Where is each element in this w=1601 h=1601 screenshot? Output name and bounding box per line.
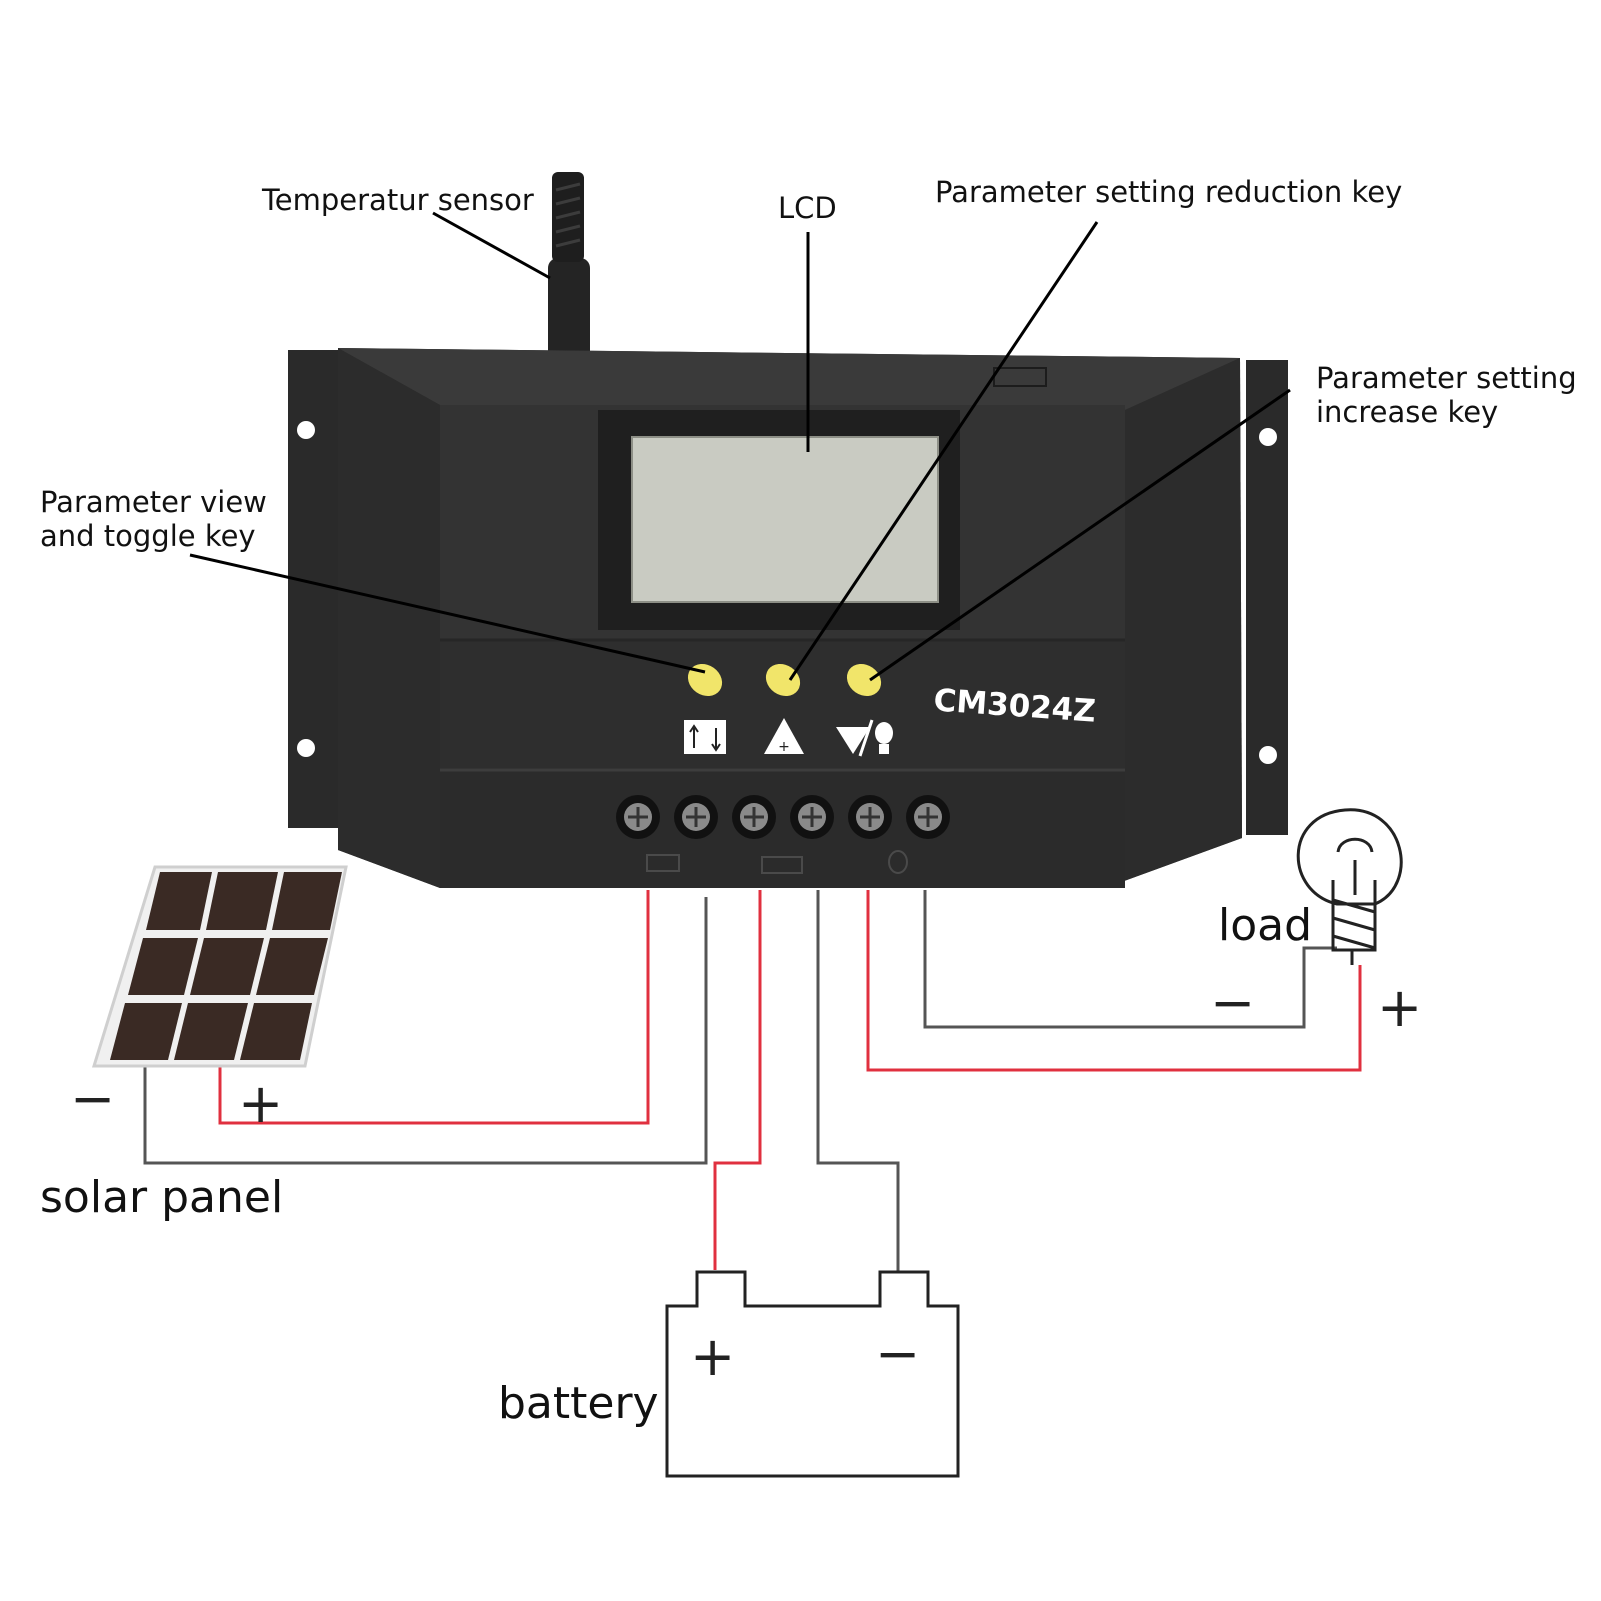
leader-lines <box>189 211 1291 682</box>
solar-positive-wire <box>218 890 650 1125</box>
load-positive-wire <box>866 890 1362 1072</box>
solar-cells <box>110 872 342 1060</box>
battery-icon <box>761 856 803 874</box>
leader-view-key <box>189 553 706 674</box>
battery-plus-sign: + <box>690 1325 735 1388</box>
load-plus-sign: + <box>1377 976 1422 1039</box>
wires <box>143 890 1362 1272</box>
charge-controller: + CM3024Z <box>288 348 1288 888</box>
screw-terminal-icon[interactable] <box>790 795 834 839</box>
mounting-hole <box>297 739 315 757</box>
reduce-light-icon <box>836 719 893 757</box>
solar-panel-label: solar panel <box>40 1172 283 1223</box>
leader-temperature-sensor <box>432 211 551 280</box>
mounting-hole <box>297 421 315 439</box>
parameter-increase-key[interactable] <box>841 657 888 702</box>
screw-terminal-icon[interactable] <box>732 795 776 839</box>
terminal-group-icons <box>646 850 908 874</box>
solar-plus-sign: + <box>238 1072 283 1135</box>
left-mounting-flange <box>288 350 338 828</box>
toggle-key-icon <box>684 720 726 754</box>
leader-increase-key <box>869 388 1291 682</box>
solar-minus-sign: − <box>70 1067 115 1130</box>
solar-grid-icon <box>646 854 680 872</box>
load-negative-wire <box>923 890 1337 1029</box>
screw-terminal-icon[interactable] <box>848 795 892 839</box>
lcd-label: LCD <box>778 191 837 225</box>
screw-terminals <box>616 795 950 839</box>
terminal-strip <box>440 768 1125 888</box>
battery-positive-wire <box>713 890 762 1270</box>
screw-terminal-icon[interactable] <box>616 795 660 839</box>
svg-text:+: + <box>778 739 790 755</box>
increase-triangle-icon: + <box>764 718 804 755</box>
temperature-probe-icon <box>546 172 592 373</box>
view-key-label-line2: and toggle key <box>40 519 256 553</box>
screw-terminal-icon[interactable] <box>906 795 950 839</box>
load-bulb <box>1296 808 1403 965</box>
view-key-label-line1: Parameter view <box>40 485 267 519</box>
battery-label: battery <box>498 1378 659 1429</box>
load-label: load <box>1218 900 1312 951</box>
housing-top-bevel <box>338 348 1240 410</box>
lcd-screen <box>631 436 939 603</box>
increase-key-label-line1: Parameter setting <box>1316 361 1577 395</box>
load-minus-sign: − <box>1210 971 1255 1034</box>
mounting-hole <box>1259 428 1277 446</box>
parameter-reduction-key[interactable] <box>760 657 807 702</box>
battery <box>665 1270 960 1478</box>
battery-negative-wire <box>816 890 900 1272</box>
battery-minus-sign: − <box>875 1322 920 1385</box>
mounting-hole <box>1259 746 1277 764</box>
leader-reduction-key <box>788 221 1099 681</box>
solar-negative-wire <box>143 897 708 1165</box>
solar-panel <box>91 865 348 1068</box>
temperature-sensor-label: Temperatur sensor <box>261 183 534 217</box>
increase-key-label-line2: increase key <box>1316 395 1498 429</box>
parameter-view-toggle-key[interactable] <box>682 657 729 702</box>
screw-terminal-icon[interactable] <box>674 795 718 839</box>
reduction-key-label: Parameter setting reduction key <box>935 175 1402 209</box>
bulb-icon <box>888 850 908 874</box>
